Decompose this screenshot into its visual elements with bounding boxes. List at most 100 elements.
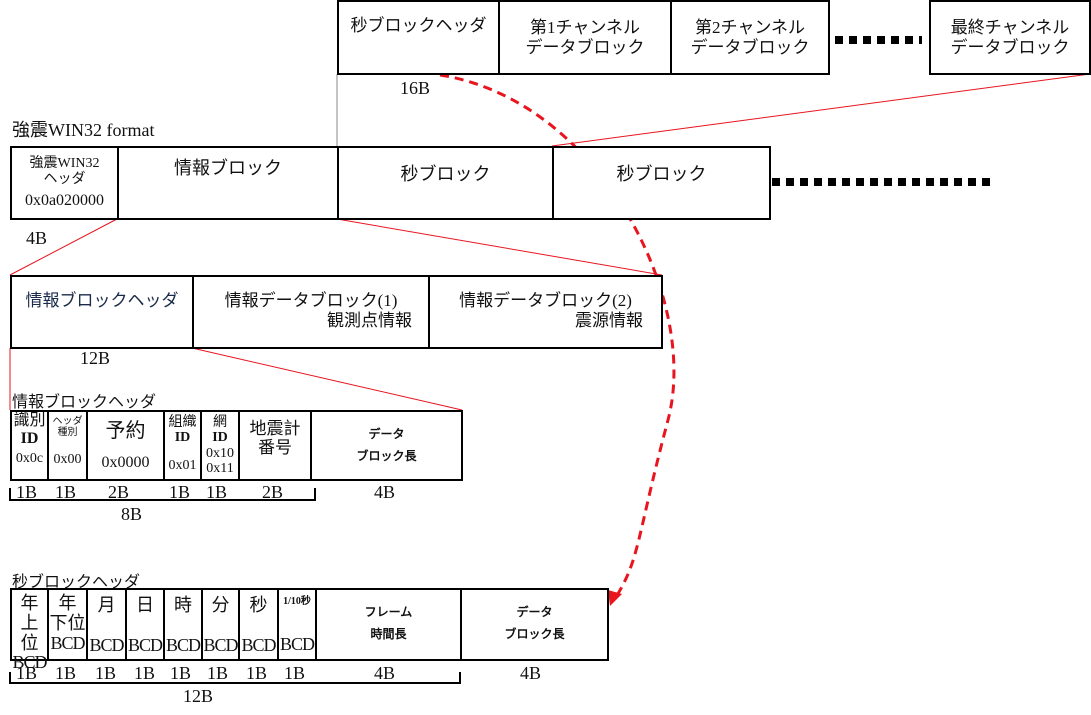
label: 網 — [213, 415, 227, 430]
sec-block-box: 秒ブロック — [337, 146, 554, 220]
section-title: 情報ブロックヘッダ — [12, 394, 157, 411]
label: 0x0a020000 — [24, 191, 105, 209]
label: 秒ブロック — [616, 164, 707, 184]
label: 秒 — [249, 595, 268, 615]
size-label: 1B — [206, 482, 228, 502]
field-minute: 分 BCD — [201, 588, 240, 661]
field-second: 秒 BCD — [238, 588, 279, 661]
label: 時 — [174, 595, 192, 615]
label: 上位 — [20, 612, 39, 653]
connector-line — [336, 218, 663, 276]
field-frame-duration: フレーム時間長 — [315, 588, 462, 661]
size-label: 1B — [16, 482, 38, 502]
section-title: 秒ブロックヘッダ — [12, 574, 141, 591]
field-data-block-length: データブロック長 — [460, 588, 609, 661]
label: ID — [20, 429, 39, 447]
label: ヘッダ — [52, 416, 83, 427]
arrowhead-icon — [608, 590, 622, 606]
label: 情報データブロック(2) — [459, 291, 632, 310]
value: BCD — [241, 634, 276, 655]
value: BCD — [279, 634, 315, 654]
label: 情報ブロックヘッダ — [25, 291, 179, 310]
last-channel-box: 最終チャンネルデータブロック — [929, 0, 1091, 75]
label: ブロック長 — [356, 448, 417, 463]
label: 震源情報 — [575, 310, 643, 330]
size-label: 4B — [374, 663, 396, 683]
value: BCD — [89, 634, 124, 655]
field-tenth-second: 1/10秒 BCD — [277, 588, 317, 661]
size-label: 2B — [262, 482, 284, 502]
mapping-arrow — [439, 73, 676, 601]
value: BCD — [203, 634, 238, 655]
label: 強震WIN32 — [29, 155, 100, 171]
label: 組織 — [168, 415, 197, 430]
value: BCD — [50, 632, 85, 653]
label: 最終チャンネル — [950, 17, 1070, 37]
value: 0x01 — [168, 457, 197, 473]
size-label: 4B — [26, 228, 48, 248]
size-label: 1B — [284, 663, 306, 683]
value: 0x0000 — [101, 454, 150, 471]
label: フレーム — [364, 605, 413, 619]
label: 分 — [211, 595, 230, 615]
value: BCD — [127, 634, 163, 655]
info-data-block-1: 情報データブロック(1)観測点情報 — [192, 275, 430, 349]
label: 予約 — [105, 420, 146, 442]
label: 月 — [97, 595, 116, 615]
label: 1/10秒 — [283, 596, 311, 607]
size-label: 1B — [170, 663, 192, 683]
channel1-box: 第1チャンネルデータブロック — [498, 0, 672, 75]
field-day: 日 BCD — [125, 588, 165, 661]
label: ヘッダ — [43, 171, 86, 187]
connector-line — [9, 218, 118, 276]
size-label: 1B — [207, 663, 229, 683]
label: 種別 — [57, 427, 78, 438]
value: 0x11 — [206, 461, 234, 477]
value: 0x10 — [206, 445, 234, 461]
size-label: 12B — [80, 348, 111, 368]
label: 情報データブロック(1) — [224, 291, 398, 310]
label: 番号 — [258, 437, 292, 457]
label: 日 — [136, 595, 154, 615]
label: 第1チャンネル — [530, 17, 640, 37]
size-label: 4B — [520, 663, 542, 683]
size-label: 1B — [16, 663, 38, 683]
label: ID — [212, 430, 228, 446]
field-data-block-length: データブロック長 — [310, 410, 463, 481]
label: 地震計 — [249, 419, 301, 438]
connector-line — [191, 347, 463, 411]
info-data-block-2: 情報データブロック(2)震源情報 — [428, 275, 663, 349]
label: 第2チャンネル — [695, 17, 805, 37]
size-label: 2B — [108, 482, 130, 502]
label: データブロック — [950, 37, 1070, 57]
label: ブロック長 — [504, 626, 565, 641]
total-size-label: 12B — [183, 686, 214, 706]
value: 0x00 — [53, 452, 82, 467]
label: 識別 — [13, 412, 46, 429]
label: 年 — [20, 593, 39, 613]
total-size-label: 8B — [121, 504, 143, 524]
field-month: 月 BCD — [86, 588, 127, 661]
size-bracket — [9, 672, 461, 684]
sec-header-box: 秒ブロックヘッダ — [337, 0, 500, 75]
size-label: 1B — [246, 663, 268, 683]
info-header-box: 情報ブロックヘッダ — [10, 275, 194, 349]
channel2-box: 第2チャンネルデータブロック — [670, 0, 830, 75]
field-seismometer-no: 地震計番号 — [238, 410, 312, 481]
size-label: 1B — [55, 663, 77, 683]
size-label: 4B — [374, 482, 396, 502]
size-label: 1B — [134, 663, 156, 683]
size-label: 1B — [95, 663, 117, 683]
label: データ — [516, 605, 553, 619]
label: 情報ブロック — [174, 158, 282, 178]
size-label: 1B — [169, 482, 191, 502]
